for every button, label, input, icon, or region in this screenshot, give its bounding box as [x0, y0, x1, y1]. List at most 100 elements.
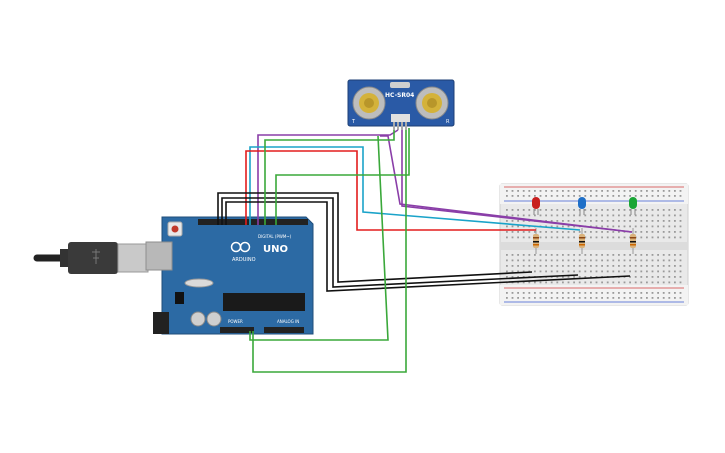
breadboard-hole — [545, 254, 547, 256]
breadboard-hole — [562, 225, 564, 228]
breadboard-hole — [618, 259, 620, 262]
breadboard-hole — [668, 214, 671, 217]
red-led[interactable] — [532, 197, 540, 215]
breadboard-hole — [662, 195, 665, 197]
breadboard-hole — [595, 195, 598, 197]
breadboard-hole — [562, 292, 564, 294]
breadboard-hole — [679, 220, 682, 222]
breadboard-hole — [534, 259, 536, 262]
wire-black[interactable] — [225, 201, 631, 292]
breadboard-hole — [668, 297, 671, 299]
ultrasonic-sensor[interactable]: HC-SR04 T R — [347, 79, 455, 130]
breadboard-hole — [534, 214, 536, 217]
breadboard-hole — [556, 281, 559, 284]
breadboard-hole — [651, 190, 654, 192]
breadboard-hole — [528, 214, 531, 217]
digital-header[interactable] — [198, 219, 308, 225]
breadboard-hole — [679, 225, 682, 228]
breadboard-hole — [618, 254, 620, 256]
breadboard-hole — [674, 297, 676, 299]
breadboard-hole — [528, 190, 531, 192]
breadboard-hole — [522, 297, 525, 299]
resistor-1[interactable] — [533, 228, 539, 254]
analog-label: ANALOG IN — [277, 319, 299, 324]
power-label: POWER — [228, 319, 243, 324]
breadboard-hole — [657, 259, 659, 262]
breadboard-hole — [556, 254, 559, 256]
resistor-3[interactable] — [630, 228, 636, 254]
breadboard-hole — [601, 254, 603, 256]
breadboard-hole — [640, 259, 643, 262]
wire-purple[interactable] — [257, 129, 399, 225]
breadboard-hole — [640, 220, 643, 222]
breadboard-hole — [640, 292, 643, 294]
breadboard-hole — [662, 220, 665, 222]
arduino-uno-board[interactable]: ARDUINO UNO DIGITAL (PWM~) POWER ANALOG … — [145, 216, 314, 335]
breadboard-hole — [511, 220, 514, 222]
breadboard-hole — [606, 190, 609, 192]
sensor-pins[interactable] — [391, 114, 410, 130]
breadboard-hole — [646, 190, 648, 192]
breadboard-hole — [640, 209, 643, 211]
breadboard-hole — [612, 270, 615, 273]
breadboard-hole — [573, 231, 575, 233]
breadboard-hole — [584, 281, 587, 284]
breadboard-hole — [668, 254, 671, 256]
breadboard-hole — [528, 209, 531, 211]
wire-red[interactable] — [245, 150, 536, 231]
breadboard-hole — [634, 281, 637, 284]
breadboard[interactable] — [499, 183, 689, 306]
wire-green[interactable] — [275, 128, 410, 225]
breadboard-hole — [668, 292, 671, 294]
wire-cyan[interactable] — [249, 146, 581, 231]
breadboard-hole — [550, 259, 553, 262]
breadboard-hole — [618, 297, 620, 299]
analog-header[interactable] — [264, 327, 304, 333]
breadboard-hole — [679, 265, 682, 267]
breadboard-hole — [657, 231, 659, 233]
breadboard-hole — [679, 195, 682, 197]
breadboard-hole — [674, 195, 676, 197]
transmitter-icon — [352, 86, 386, 120]
breadboard-hole — [646, 281, 648, 284]
breadboard-hole — [651, 225, 654, 228]
breadboard-hole — [662, 225, 665, 228]
breadboard-hole — [573, 281, 575, 284]
breadboard-hole — [517, 254, 519, 256]
breadboard-hole — [550, 214, 553, 217]
breadboard-hole — [657, 270, 659, 273]
breadboard-hole — [646, 231, 648, 233]
breadboard-hole — [567, 259, 570, 262]
breadboard-hole — [646, 220, 648, 222]
breadboard-hole — [534, 231, 536, 233]
breadboard-hole — [567, 281, 570, 284]
breadboard-hole — [522, 220, 525, 222]
wire-black[interactable] — [221, 197, 579, 288]
breadboard-hole — [601, 281, 603, 284]
breadboard-hole — [606, 259, 609, 262]
breadboard-hole — [646, 214, 648, 217]
power-header[interactable] — [220, 327, 254, 333]
blue-led[interactable] — [578, 197, 586, 215]
wire-black[interactable] — [217, 192, 533, 283]
breadboard-hole — [550, 254, 553, 256]
breadboard-hole — [595, 209, 598, 211]
breadboard-hole — [562, 231, 564, 233]
breadboard-hole — [623, 259, 626, 262]
breadboard-hole — [517, 297, 519, 299]
breadboard-hole — [584, 292, 587, 294]
breadboard-hole — [606, 225, 609, 228]
resistor-2[interactable] — [579, 228, 585, 254]
breadboard-hole — [506, 220, 508, 222]
green-led[interactable] — [629, 197, 637, 215]
breadboard-hole — [629, 276, 631, 278]
breadboard-hole — [618, 265, 620, 267]
breadboard-hole — [674, 292, 676, 294]
breadboard-hole — [534, 281, 536, 284]
breadboard-hole — [618, 209, 620, 211]
wire-green[interactable] — [252, 130, 407, 373]
wire-green[interactable] — [249, 135, 389, 341]
wire-purple[interactable] — [380, 135, 633, 233]
wire-green[interactable] — [264, 130, 395, 225]
usb-cable-icon[interactable] — [33, 242, 149, 274]
